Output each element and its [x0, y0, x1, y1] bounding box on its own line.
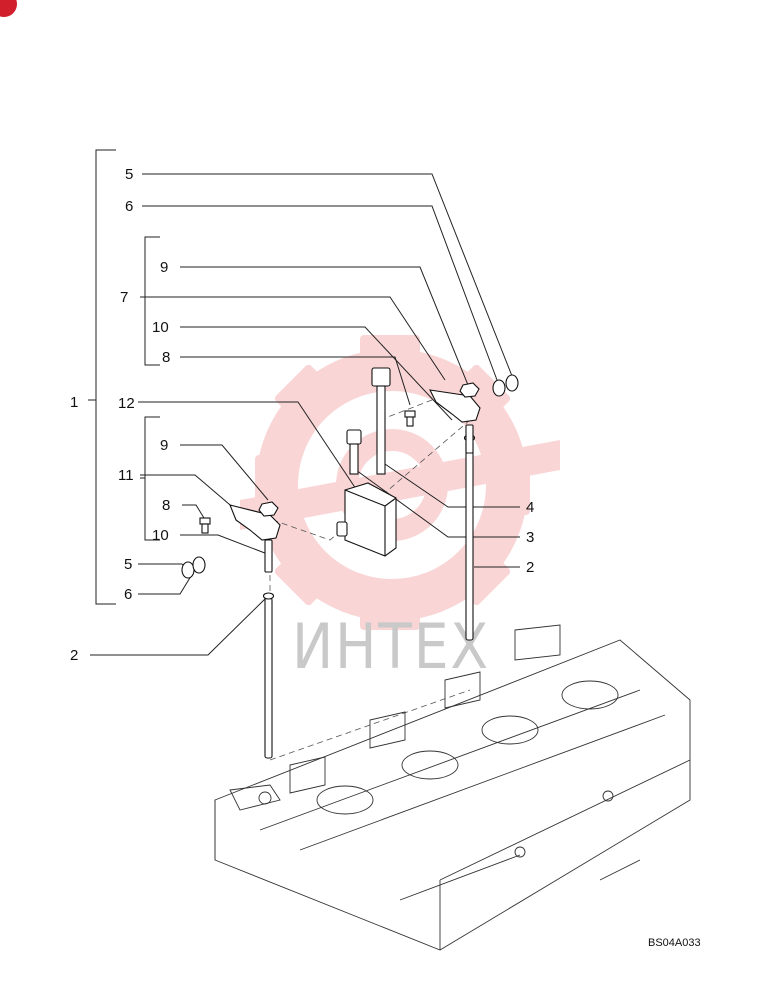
- callout-10-top: 10: [152, 319, 169, 336]
- callout-8-top: 8: [162, 349, 170, 366]
- pushrod-left: [262, 592, 275, 759]
- bolt-short-3: [346, 429, 362, 475]
- watermark-text: ИНТЕХ: [292, 610, 490, 683]
- rocker-support-block: [336, 482, 397, 557]
- corner-badge-icon: [0, 0, 17, 17]
- screw-right: [404, 410, 416, 427]
- callout-11: 11: [118, 467, 134, 484]
- callout-9-top: 9: [160, 259, 168, 276]
- callout-7: 7: [120, 289, 128, 306]
- rocker-arm-right: [429, 389, 481, 423]
- callout-1: 1: [70, 394, 78, 411]
- cylinder-head-assembly: [214, 624, 691, 951]
- callout-6-bottom: 6: [124, 586, 132, 603]
- bracket-group-11: [140, 416, 160, 541]
- callout-6-top: 6: [125, 198, 133, 215]
- pushrod-right: [463, 434, 476, 641]
- adjusting-screw-right: [465, 424, 474, 454]
- callout-12: 12: [118, 395, 135, 412]
- bracket-group-1: [88, 149, 116, 605]
- callout-labels: 1 5 6 9 7 10 8 12 9 11 8 10 5 6 2 4 3 2: [70, 166, 534, 664]
- callout-10-bottom: 10: [152, 527, 169, 544]
- callout-5-top: 5: [125, 166, 133, 183]
- watermark-gear-logo: [240, 335, 560, 630]
- screw-left: [199, 517, 211, 534]
- leader-lines: [90, 173, 520, 656]
- callout-3: 3: [526, 529, 534, 546]
- drawing-code: BS04A033: [648, 937, 701, 949]
- adjusting-screw-left: [264, 539, 273, 573]
- rocker-arm-left: [229, 504, 281, 541]
- callout-2-left: 2: [70, 647, 78, 664]
- bolt-long-4: [371, 367, 391, 475]
- seal-ring-right-5: [505, 374, 519, 392]
- callout-4: 4: [526, 499, 534, 516]
- callout-9-bottom: 9: [160, 437, 168, 454]
- seal-ring-right-6: [492, 379, 506, 397]
- callout-8-bottom: 8: [162, 497, 170, 514]
- seal-ring-left-5: [181, 561, 195, 579]
- bracket-group-7: [140, 236, 160, 366]
- nut-right: [459, 382, 480, 398]
- callout-5-bottom: 5: [124, 556, 132, 573]
- seal-ring-left-6: [192, 556, 206, 574]
- nut-left: [258, 501, 279, 517]
- callout-2-right: 2: [526, 559, 534, 576]
